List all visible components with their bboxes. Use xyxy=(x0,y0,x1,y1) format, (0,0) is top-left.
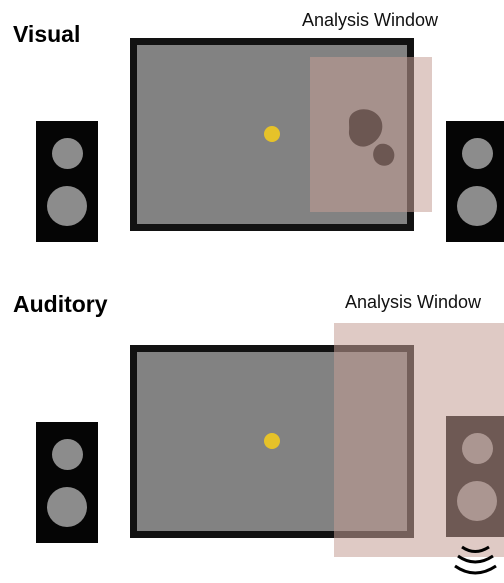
speaker-woofer xyxy=(47,186,87,226)
fixation-dot xyxy=(264,433,280,449)
analysis-window xyxy=(334,323,504,557)
speaker-tweeter xyxy=(462,138,493,169)
analysis-window-label: Analysis Window xyxy=(302,10,439,30)
panel-title: Auditory xyxy=(13,291,108,317)
sound-wave-3 xyxy=(454,564,497,575)
auditory-panel: Auditory Analysis Window xyxy=(0,291,504,583)
speaker-woofer xyxy=(47,487,87,527)
visual-panel: Visual Analysis Window xyxy=(13,10,504,242)
analysis-window xyxy=(310,57,432,212)
panel-title: Visual xyxy=(13,21,81,47)
sound-waves-icon xyxy=(454,545,497,575)
fixation-dot xyxy=(264,126,280,142)
speaker-woofer xyxy=(457,186,497,226)
speaker-tweeter xyxy=(52,439,83,470)
right-speaker xyxy=(446,121,504,242)
left-speaker xyxy=(36,422,98,543)
analysis-window-label: Analysis Window xyxy=(345,292,482,312)
sound-wave-1 xyxy=(461,545,490,553)
left-speaker xyxy=(36,121,98,242)
sound-wave-2 xyxy=(457,554,494,564)
speaker-tweeter xyxy=(52,138,83,169)
